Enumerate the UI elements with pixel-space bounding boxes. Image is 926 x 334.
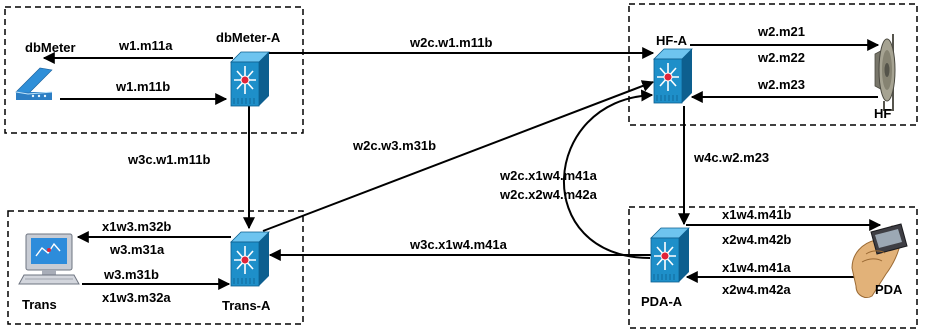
- group-box-dbmeter: [4, 6, 304, 134]
- node-label-trans: Trans: [22, 297, 57, 312]
- node-label-trans-a: Trans-A: [222, 298, 271, 313]
- edge-w2c-x1w4-m41a: [563, 89, 654, 259]
- edge-label-w3c-w1-m11b: w3c.w1.m11b: [127, 152, 210, 167]
- group-box-hf: [628, 3, 918, 126]
- node-label-hf: HF: [874, 106, 891, 121]
- edge-label-x2w4-m42b: x2w4.m42b: [722, 232, 791, 247]
- edge-label-w2c-w1-m11b: w2c.w1.m11b: [409, 35, 492, 50]
- edge-label-w3-m31a: w3.m31a: [109, 242, 165, 257]
- dbmeter-device-icon: [15, 67, 53, 100]
- trans-computer-icon: [18, 233, 80, 285]
- edge-label-w1-m11b: w1.m11b: [115, 79, 170, 94]
- edge-label-w2-m23: w2.m23: [757, 77, 805, 92]
- node-label-pda-a: PDA-A: [641, 294, 683, 309]
- edge-label-w1-m11a: w1.m11a: [118, 38, 173, 53]
- group-box-pda: [628, 206, 918, 329]
- node-label-dbmeter: dbMeter: [25, 40, 76, 55]
- group-box-trans: [7, 210, 304, 325]
- edge-label-w2-m22: w2.m22: [757, 50, 805, 65]
- edge-label-x1w3-m32a: x1w3.m32a: [102, 290, 171, 305]
- pda-hand-icon: [851, 223, 908, 299]
- edge-label-w2c-x2w4-m42a: w2c.x2w4.m42a: [499, 187, 598, 202]
- router-trans-a-icon: [230, 231, 270, 287]
- edge-label-x1w4-m41b: x1w4.m41b: [722, 207, 791, 222]
- edge-label-x1w3-m32b: x1w3.m32b: [102, 219, 171, 234]
- edge-label-x2w4-m42a: x2w4.m42a: [722, 282, 791, 297]
- edge-label-w3-m31b: w3.m31b: [103, 267, 159, 282]
- node-label-pda: PDA: [875, 282, 903, 297]
- router-pda-a-icon: [650, 227, 690, 283]
- router-hf-a-icon: [653, 48, 693, 104]
- edge-label-w2c-w3-m31b: w2c.w3.m31b: [352, 138, 436, 153]
- edge-w2c-w3-m31b: [262, 80, 655, 232]
- edge-label-w2-m21: w2.m21: [757, 24, 805, 39]
- router-dbmeter-a-icon: [230, 51, 270, 107]
- edge-label-w2c-x1w4-m41a: w2c.x1w4.m41a: [499, 168, 598, 183]
- edge-label-w3c-x1w4-m41a: w3c.x1w4.m41a: [409, 237, 508, 252]
- hf-speaker-icon: [874, 34, 896, 111]
- edge-label-w4c-w2-m23: w4c.w2.m23: [693, 150, 769, 165]
- node-label-hf-a: HF-A: [656, 33, 688, 48]
- edge-label-x1w4-m41a: x1w4.m41a: [722, 260, 791, 275]
- node-label-dbmeter-a: dbMeter-A: [216, 30, 281, 45]
